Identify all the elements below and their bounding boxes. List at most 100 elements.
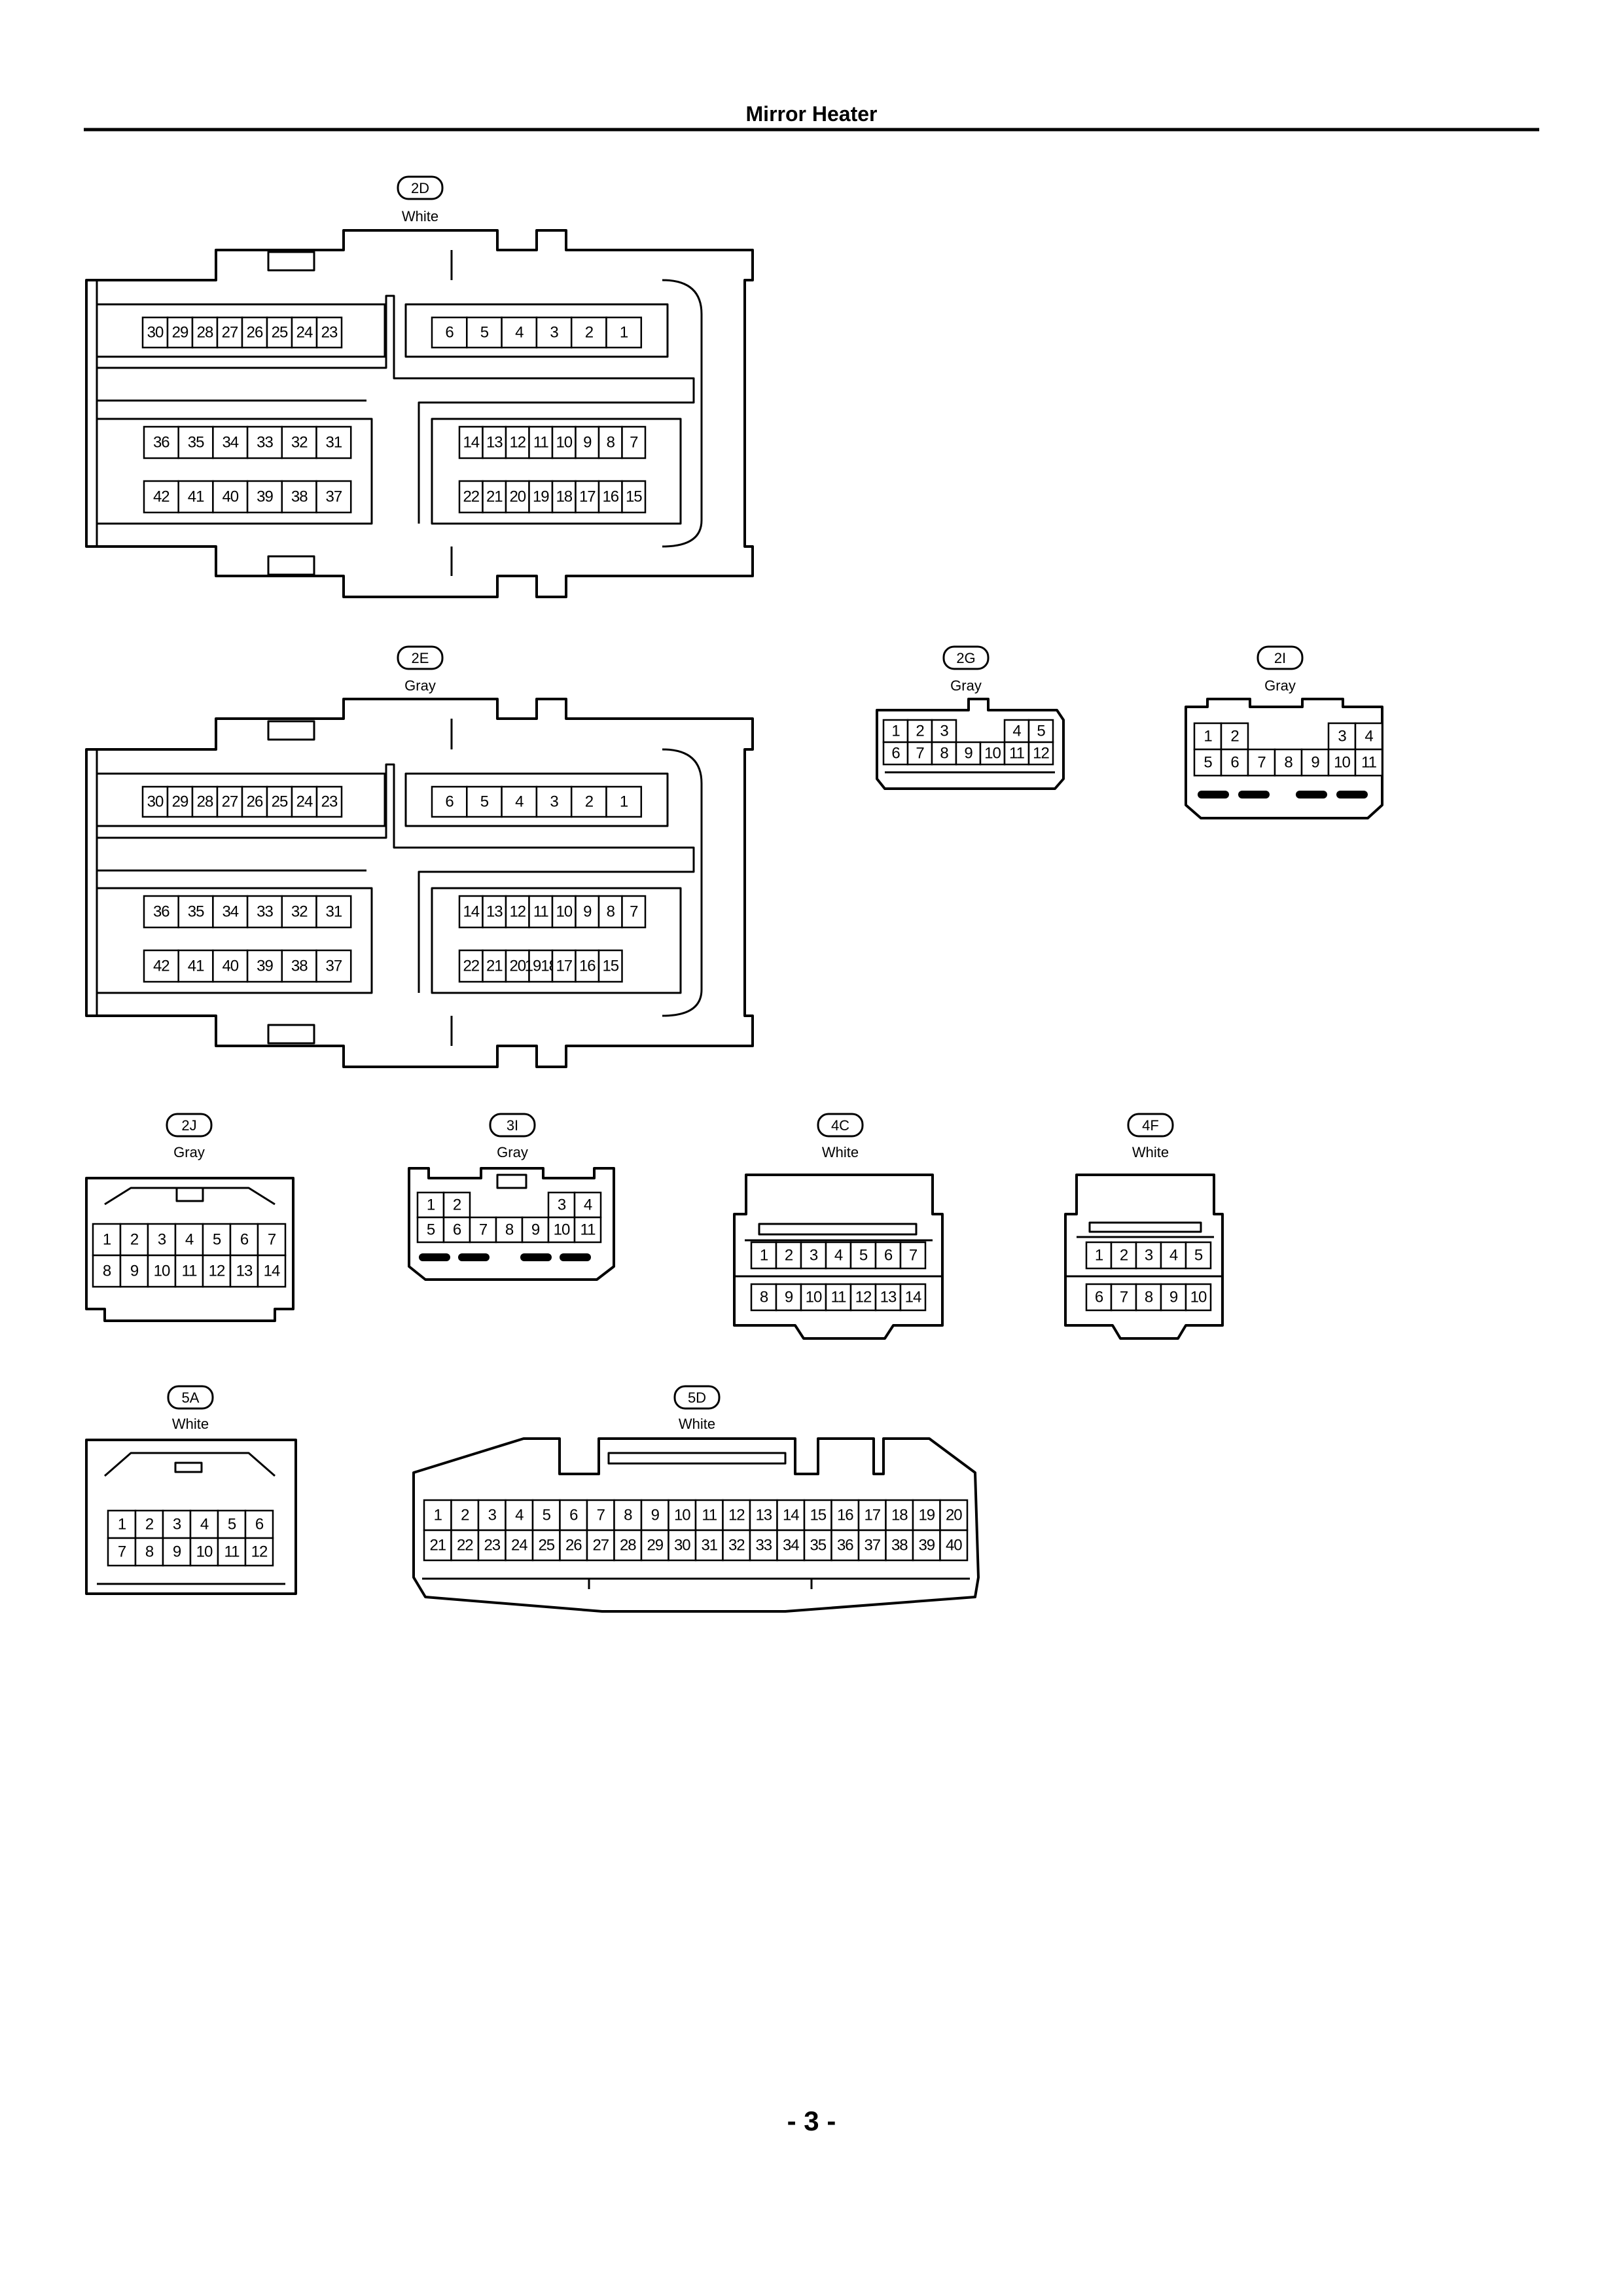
pin-number: 4 [515,793,524,811]
pin-cell [621,425,647,459]
pin-cell [477,1529,507,1562]
pin-number: 9 [785,1289,793,1306]
pin-cell [257,1254,287,1288]
pin-number: 41 [188,488,204,506]
pin-number: 38 [891,1537,908,1554]
cavity-block [431,418,682,525]
pin-number: 30 [674,1537,690,1554]
pin-number: 22 [457,1537,473,1554]
pin-number: 4 [515,1507,524,1524]
pin-cell [586,1529,615,1562]
pin-number: 21 [486,958,503,975]
pin-cell [315,785,343,818]
connector-id: 2I [1274,650,1286,666]
housing-inner [97,1452,285,1585]
cavity-block [96,418,373,525]
pin-number: 11 [1361,754,1377,772]
pin-number: 7 [630,903,638,921]
connector-id-badge [1257,645,1304,670]
pin-number: 10 [556,903,572,921]
housing-inner [104,1187,276,1206]
lock-slot [1198,791,1229,798]
pin-cell [776,1529,806,1562]
pin-cell [1185,1241,1212,1270]
pin-cell [668,1529,697,1562]
pin-number: 29 [172,324,188,342]
housing-inner [1065,1236,1222,1278]
lock-slot [520,1253,552,1261]
pin-cell [528,949,554,983]
pin-number: 2 [1120,1247,1128,1265]
pin-number: 32 [291,434,308,452]
pin-number: 36 [153,434,169,452]
connector-id: 2D [411,180,429,196]
pin-number: 12 [1033,745,1049,762]
pin-number: 13 [236,1263,253,1280]
pin-number: 9 [1169,1289,1178,1306]
pin-number: 11 [182,1263,198,1280]
pin-cell [830,1529,860,1562]
pin-number: 37 [326,488,342,506]
latch [496,1174,527,1189]
pin-number: 14 [264,1263,280,1280]
pin-number: 22 [463,488,479,506]
pin-number: 10 [984,745,1001,762]
pin-cell [217,1537,247,1567]
pin-number: 36 [837,1537,853,1554]
pin-number: 7 [1120,1289,1128,1306]
pin-number: 9 [651,1507,660,1524]
pin-number: 26 [565,1537,582,1554]
pin-number: 23 [321,324,338,342]
pin-number: 26 [247,324,263,342]
pin-number: 8 [760,1289,768,1306]
connector-id-badge [489,1113,536,1138]
pin-cell [266,316,293,349]
connector-housing [85,1177,294,1322]
pin-cell [1027,741,1054,766]
pin-cell [551,949,577,983]
latch [607,1452,787,1465]
pin-number: 10 [196,1543,213,1561]
pin-number: 1 [1095,1247,1103,1265]
pin-number: 28 [620,1537,636,1554]
lock-slot [458,1253,490,1261]
pin-number: 5 [859,1247,868,1265]
pin-number: 27 [222,793,238,811]
pin-cell [191,316,219,349]
latch [1088,1221,1202,1233]
connector-color: Gray [497,1144,528,1160]
connector-housing [1185,698,1383,819]
pin-number: 10 [556,434,572,452]
pin-number: 17 [864,1507,880,1524]
divider [97,763,695,993]
pin-cell [775,1283,802,1312]
pin-cell [266,785,293,818]
pin-number: 5 [1204,754,1212,772]
pin-cell [621,895,647,929]
connector-housing [85,229,754,598]
pin-number: 2 [916,723,924,740]
pin-number: 30 [147,793,164,811]
pin-cell [803,1529,832,1562]
pin-number: 4 [1169,1247,1178,1265]
pin-number: 2 [1230,728,1239,745]
pin-cell [450,1529,480,1562]
pin-number: 20 [509,488,526,506]
pin-number: 17 [579,488,596,506]
connector-id-badge [942,645,990,670]
pin-number: 19 [533,488,549,506]
pin-number: 25 [272,793,288,811]
pin-number: 35 [810,1537,826,1554]
pin-cell [528,895,554,929]
connector-color: Gray [173,1144,205,1160]
lock-slot [1336,791,1368,798]
pin-cell [246,949,283,983]
pin-number: 39 [257,488,273,506]
pin-number: 34 [222,434,238,452]
